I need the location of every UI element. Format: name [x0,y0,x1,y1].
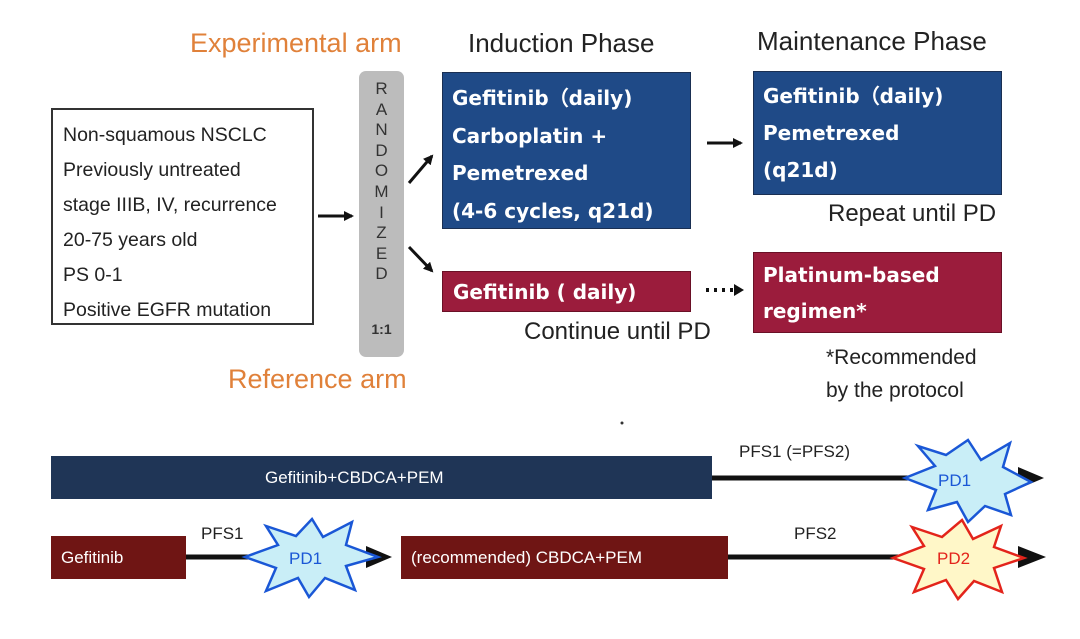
experimental-arm-label: Experimental arm [190,28,402,58]
burst-bottom-pd2-label: PD2 [937,549,971,568]
burst-top-pd1 [901,438,1034,525]
reference-induction-box: Gefitinib ( daily) [442,271,691,312]
box-line: (q21d) [763,158,838,182]
stray-dot [620,421,624,425]
continue-until-pd-note: Continue until PD [524,318,711,345]
timeline-bottom-bar-1: Gefitinib [51,536,186,579]
box-line: Platinum-based [763,263,940,287]
timeline-bottom-arrowhead-2 [1018,546,1046,568]
box-line: Gefitinib（daily) [452,86,633,110]
timeline-bottom-label-1: PFS1 [201,524,244,543]
box-line: Gefitinib（daily) [763,84,944,108]
timeline-bottom-label-2: PFS2 [794,524,837,543]
footnote-line: by the protocol [826,379,964,402]
criteria-line: PS 0-1 [63,264,123,286]
box-line: Pemetrexed [763,121,900,145]
burst-top-pd1-label: PD1 [938,471,972,490]
timeline-top-bar: Gefitinib+CBDCA+PEM [51,456,712,499]
randomized-letter: O [374,161,389,181]
box-line: Pemetrexed [452,161,589,185]
footnote-line: *Recommended [826,346,977,369]
randomized-letter: R [375,79,388,98]
criteria-line: stage IIIB, IV, recurrence [63,194,277,216]
experimental-induction-box: Gefitinib（daily) Carboplatin + Pemetrexe… [442,72,691,229]
protocol-footnote: *Recommended by the protocol [826,341,977,407]
criteria-line: Positive EGFR mutation [63,299,272,321]
platinum-regimen-box: Platinum-based regimen* [753,252,1002,333]
repeat-until-pd-note: Repeat until PD [828,200,997,227]
maintenance-phase-label: Maintenance Phase [757,26,987,56]
box-line: (4-6 cycles, q21d) [452,198,654,223]
randomized-letter: I [379,202,384,222]
experimental-maintenance-box: Gefitinib（daily) Pemetrexed (q21d) [753,71,1002,195]
randomization-ratio: 1:1 [371,321,392,337]
randomized-letter: M [374,181,389,201]
randomized-letter: N [375,120,388,140]
burst-bottom-pd2 [889,518,1028,602]
burst-bottom-pd1 [241,516,383,600]
arrow-to-experimental-induction [407,154,434,184]
randomized-letter: Z [376,223,387,243]
randomized-letter: E [375,243,388,263]
criteria-line: Previously untreated [63,159,241,181]
induction-phase-label: Induction Phase [468,28,655,58]
criteria-line: Non-squamous NSCLC [63,124,267,146]
timeline-bottom-bar-2: (recommended) CBDCA+PEM [401,536,728,579]
dotted-arrowhead [734,284,744,296]
randomized-pillar: R A N D O M I Z E D 1:1 [359,71,404,357]
reference-arm-label: Reference arm [228,364,407,394]
box-line: regimen* [763,299,867,323]
randomized-letter: A [375,99,388,119]
eligibility-criteria-box: Non-squamous NSCLC Previously untreated … [51,108,314,325]
timeline-top-label: PFS1 (=PFS2) [739,442,851,461]
randomized-letter: D [375,264,388,284]
criteria-line: 20-75 years old [63,229,198,251]
randomized-letter: D [375,140,388,160]
arrow-to-reference-induction [407,245,434,273]
box-line: Gefitinib ( daily) [453,280,637,304]
burst-bottom-pd1-label: PD1 [289,549,323,568]
box-line: Carboplatin + [452,123,608,148]
